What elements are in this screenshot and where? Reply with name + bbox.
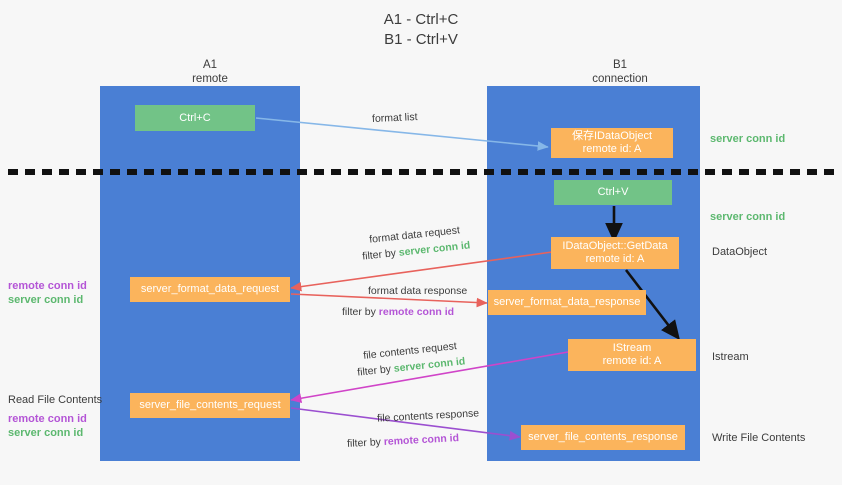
edge-label-file-contents-response-filter: filter by remote conn id (347, 431, 460, 451)
box-ctrl-v[interactable]: Ctrl+V (554, 180, 672, 205)
annotation-right-dataobject: DataObject (712, 246, 768, 258)
filter-prefix: filter by (356, 362, 395, 379)
annotation-left-server-conn-id-2: server conn id (8, 427, 84, 439)
annotation-left-remote-conn-id-2: remote conn id (8, 413, 87, 425)
lane-b1-name: B1 (612, 59, 628, 71)
title-line-1: A1 - Ctrl+C (383, 11, 459, 28)
box-server-format-data-request[interactable]: server_format_data_request (130, 277, 290, 302)
lane-a1-name: A1 (202, 59, 218, 71)
filter-prefix: filter by (361, 246, 400, 263)
lane-header-a1: A1 remote (120, 58, 300, 86)
filter-value-remote-conn-id: remote conn id (383, 432, 460, 448)
box-save-idataobject[interactable]: 保存IDataObject remote id: A (551, 128, 673, 158)
lane-b1-sub: connection (592, 73, 648, 85)
filter-value-remote-conn-id: remote conn id (378, 306, 455, 318)
annotation-left-server-conn-id-1: server conn id (8, 294, 84, 306)
edge-label-format-data-response-filter: filter by remote conn id (342, 305, 454, 319)
box-server-format-data-response[interactable]: server_format_data_response (488, 290, 646, 315)
box-server-file-contents-response[interactable]: server_file_contents_response (521, 425, 685, 450)
box-getdata-line2: remote id: A (585, 253, 645, 265)
annotation-right-istream: Istream (712, 351, 749, 363)
box-istream-line1: IStream (612, 342, 652, 354)
box-istream[interactable]: IStream remote id: A (568, 339, 696, 371)
box-getdata-line1: IDataObject::GetData (562, 240, 668, 252)
annotation-right-server-conn-id-mid: server conn id (710, 211, 786, 223)
box-server-file-contents-request[interactable]: server_file_contents_request (130, 393, 290, 418)
box-save-idataobject-line2: remote id: A (582, 143, 642, 155)
filter-prefix: filter by (342, 306, 379, 318)
edge-label-format-data-response: format data response (368, 285, 468, 297)
annotation-left-read-file-contents: Read File Contents (8, 394, 103, 406)
lane-a1-sub: remote (192, 73, 228, 85)
edge-label-file-contents-response: file contents response (376, 407, 480, 425)
box-istream-line2: remote id: A (602, 355, 662, 367)
lane-header-b1: B1 connection (530, 58, 710, 86)
edge-label-format-list: format list (371, 111, 418, 125)
box-save-idataobject-line1: 保存IDataObject (571, 130, 653, 142)
box-idataobject-getdata[interactable]: IDataObject::GetData remote id: A (551, 237, 679, 269)
title-line-2: B1 - Ctrl+V (384, 31, 458, 48)
filter-prefix: filter by (346, 436, 385, 450)
box-ctrl-c[interactable]: Ctrl+C (135, 105, 255, 131)
annotation-right-write-file-contents: Write File Contents (712, 432, 806, 444)
page-title: A1 - Ctrl+C B1 - Ctrl+V (0, 10, 842, 50)
annotation-right-server-conn-id-top: server conn id (710, 133, 786, 145)
annotation-left-remote-conn-id-1: remote conn id (8, 280, 87, 292)
